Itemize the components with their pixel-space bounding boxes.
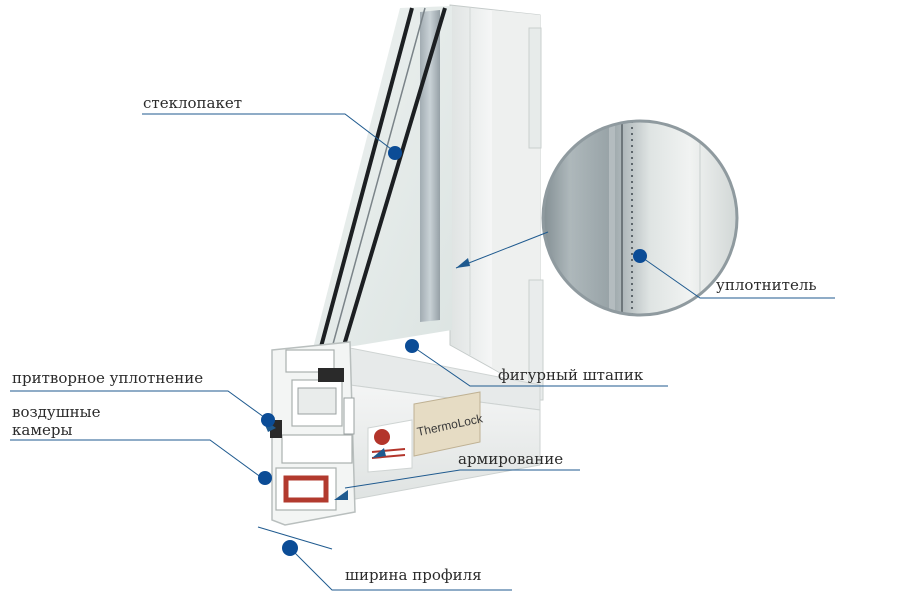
marker-dot-shirina bbox=[282, 540, 298, 556]
label-armirovanie: армирование bbox=[458, 450, 564, 468]
marker-dot-shtapik bbox=[405, 339, 419, 353]
label-vozdushnye: воздушные bbox=[12, 403, 101, 421]
marker-dot-pritvornoe bbox=[261, 413, 275, 427]
profile-cross-section bbox=[270, 341, 356, 526]
brand-stickers: ThermoLock bbox=[367, 391, 485, 473]
label-steklopaket: стеклопакет bbox=[143, 94, 243, 112]
zoom-inset bbox=[541, 119, 739, 317]
arrow-head-armirovanie-2 bbox=[334, 490, 348, 500]
window-frame bbox=[449, 4, 544, 401]
marker-dots bbox=[258, 146, 647, 556]
label-kamery: камеры bbox=[12, 421, 73, 439]
arrow-head-armirovanie-1 bbox=[372, 448, 386, 458]
marker-dot-steklopaket bbox=[388, 146, 402, 160]
label-shirina-profilya: ширина профиля bbox=[345, 566, 482, 584]
label-uplotnitel: уплотнитель bbox=[716, 276, 817, 294]
double-glazing-unit bbox=[310, 6, 452, 360]
arrow-head-shtapik bbox=[456, 258, 470, 268]
marker-dot-uplotnitel bbox=[633, 249, 647, 263]
marker-dot-kamery bbox=[258, 471, 272, 485]
seal-icon bbox=[374, 429, 390, 445]
label-pritvornoe-uplotnenie: притворное уплотнение bbox=[12, 369, 204, 387]
label-figurny-shtapik: фигурный штапик bbox=[498, 366, 644, 384]
leader-lines bbox=[10, 113, 835, 591]
